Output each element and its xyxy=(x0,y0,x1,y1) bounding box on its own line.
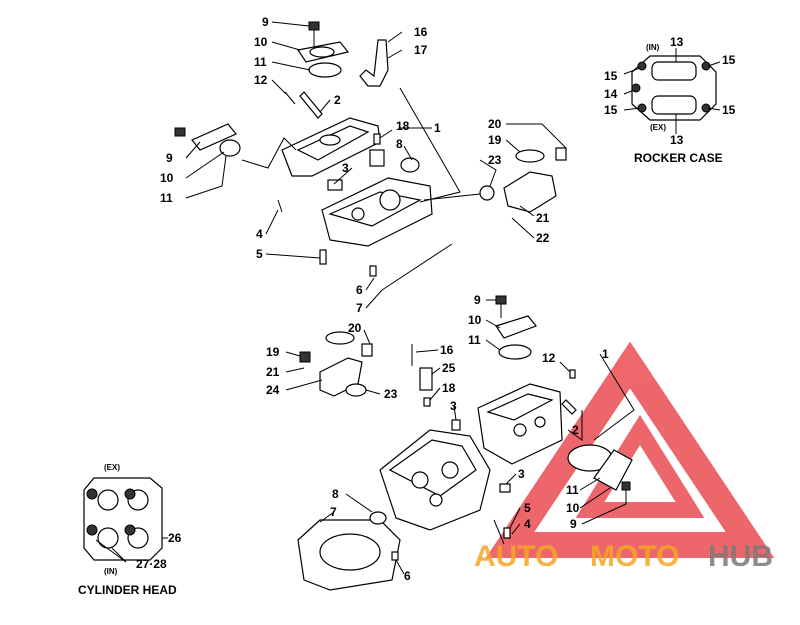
callout-label: 9 xyxy=(166,151,173,165)
callout-label: 15 xyxy=(722,53,736,67)
callout-label: 11 xyxy=(254,55,267,69)
callout-label: 18 xyxy=(442,381,456,395)
callout-label: 25 xyxy=(442,361,456,375)
callout-label: 9 xyxy=(570,517,577,531)
callout-label: 15 xyxy=(722,103,736,117)
callout-label: 26 xyxy=(168,531,182,545)
callout-label: 19 xyxy=(488,133,502,147)
callout-label: 27·28 xyxy=(136,557,167,571)
o-ring-part xyxy=(308,62,342,78)
callout-label: 7 xyxy=(330,505,337,519)
callout-label: 3 xyxy=(518,467,525,481)
callout-label: 24 xyxy=(266,383,280,397)
callout-label: 11 xyxy=(566,483,579,497)
callout-label: 3 xyxy=(342,161,349,175)
callout-label: 23 xyxy=(488,153,502,167)
callout-label: 16 xyxy=(414,25,428,39)
callout-label: 12 xyxy=(542,351,556,365)
watermark-text: AUTO MOTO HUB xyxy=(474,540,773,573)
callout-label: 22 xyxy=(536,231,550,245)
callout-label: 20 xyxy=(348,321,362,335)
callout-label: 5 xyxy=(256,247,263,261)
callout-label: 2 xyxy=(572,423,579,437)
rocker-case-inset: (IN) (EX) 13 15 15 14 15 15 13 ROCKER CA… xyxy=(604,35,736,165)
callout-label: 10 xyxy=(160,171,174,185)
callout-label: 21 xyxy=(266,365,280,379)
callout-label: 14 xyxy=(604,87,618,101)
callout-label: 9 xyxy=(262,15,269,29)
callout-label: 11 xyxy=(468,333,481,347)
callout-label: 1 xyxy=(602,347,609,361)
callout-label: 8 xyxy=(332,487,339,501)
watermark-text-moto: MOTO xyxy=(590,540,679,573)
callout-label: 20 xyxy=(488,117,502,131)
upper-assembly: 9 10 11 12 2 16 17 1 18 8 3 20 19 23 9 1… xyxy=(160,15,567,315)
exhaust-side-label: (EX) xyxy=(650,123,666,132)
hose-clamp-part xyxy=(515,149,545,163)
callout-label: 16 xyxy=(440,343,454,357)
callout-label: 10 xyxy=(254,35,268,49)
breather-pipe-part xyxy=(359,39,389,87)
lower-assembly: 9 10 11 12 1 20 19 21 24 16 25 18 23 3 2… xyxy=(266,293,635,591)
cylinder-head-inset: (EX) (IN) 26 27·28 CYLINDER HEAD xyxy=(78,463,182,597)
callout-label: 17 xyxy=(414,43,428,57)
watermark-text-auto: AUTO xyxy=(474,540,558,573)
callout-label: 6 xyxy=(356,283,363,297)
callout-label: 13 xyxy=(670,35,684,49)
callout-label: 19 xyxy=(266,345,280,359)
callout-label: 8 xyxy=(396,137,403,151)
callout-label: 12 xyxy=(254,73,268,87)
callout-label: 1 xyxy=(434,121,441,135)
exhaust-side-label: (EX) xyxy=(104,463,120,472)
callout-label: 18 xyxy=(396,119,410,133)
callout-label: 15 xyxy=(604,69,618,83)
callout-label: 4 xyxy=(256,227,263,241)
callout-label: 4 xyxy=(524,517,531,531)
callout-label: 6 xyxy=(404,569,411,583)
callout-label: 21 xyxy=(536,211,550,225)
callout-label: 11 xyxy=(160,191,173,205)
cylinder-head-caption: CYLINDER HEAD xyxy=(78,583,177,597)
callout-label: 2 xyxy=(334,93,341,107)
callout-label: 23 xyxy=(384,387,398,401)
callout-label: 5 xyxy=(524,501,531,515)
callout-label: 9 xyxy=(474,293,481,307)
watermark-text-hub: HUB xyxy=(708,540,773,573)
callout-label: 10 xyxy=(468,313,482,327)
callout-label: 7 xyxy=(356,301,363,315)
hose-clamp-part xyxy=(325,331,355,345)
intake-side-label: (IN) xyxy=(646,43,660,52)
callout-label: 13 xyxy=(670,133,684,147)
intake-pipe-part xyxy=(503,171,557,213)
callout-label: 10 xyxy=(566,501,580,515)
side-cover-plate-part xyxy=(191,123,237,151)
side-cover-plate-part xyxy=(593,449,633,491)
rocker-case-caption: ROCKER CASE xyxy=(634,151,723,165)
intake-side-label: (IN) xyxy=(104,567,118,576)
callout-label: 15 xyxy=(604,103,618,117)
callout-label: 3 xyxy=(450,399,457,413)
bolt-part xyxy=(308,21,320,31)
